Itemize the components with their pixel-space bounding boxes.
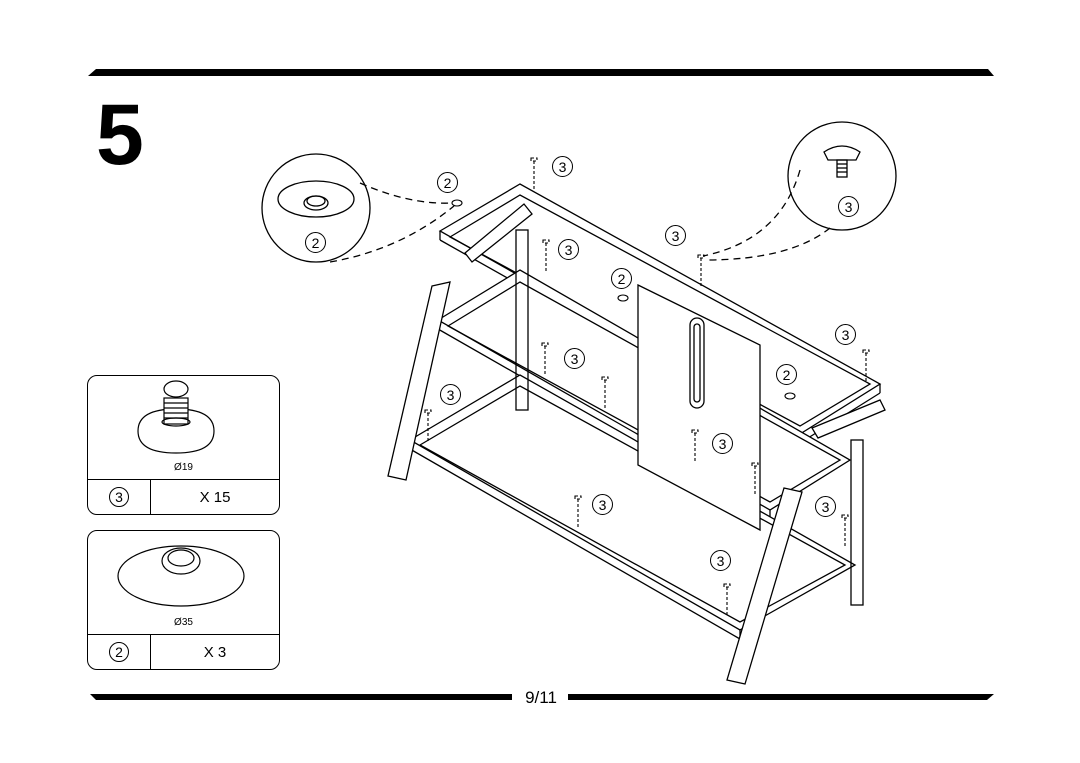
page-number: 9/11 <box>514 687 568 709</box>
callout-screw-middle-right: 3 <box>712 433 733 454</box>
callout-screw-top-left: 3 <box>552 156 573 177</box>
screw-pad-illustration: Ø19 <box>88 376 279 480</box>
part-quantity: X 15 <box>199 488 231 506</box>
callout-pad-zoom: 2 <box>305 232 326 253</box>
callout-screw-middle-left: 3 <box>564 348 585 369</box>
glass-pad-illustration: Ø35 <box>88 531 279 635</box>
callout-pad-right: 2 <box>776 364 797 385</box>
callout-screw-zoom: 3 <box>838 196 859 217</box>
callout-screw-left-rail: 3 <box>558 239 579 260</box>
callout-screw-bottom-center: 3 <box>592 494 613 515</box>
diameter-label: Ø35 <box>174 617 193 628</box>
part-box-screw: Ø19 3 X 15 <box>87 375 280 515</box>
callout-screw-rear-rail: 3 <box>665 225 686 246</box>
callout-pad-top-left: 2 <box>437 172 458 193</box>
part-box-glass-pad: Ø35 2 X 3 <box>87 530 280 670</box>
callout-screw-left-leg: 3 <box>440 384 461 405</box>
part-id-badge: 2 <box>109 642 129 662</box>
glass-pad-markers <box>451 199 796 400</box>
zoom-circle-glass-pad <box>261 153 371 263</box>
callout-pad-middle: 2 <box>611 268 632 289</box>
part-quantity: X 3 <box>203 643 227 661</box>
callout-screw-right-leg: 3 <box>815 496 836 517</box>
zoom-circle-screw <box>787 121 897 231</box>
step-number: 5 <box>96 87 144 183</box>
callout-screw-right-top: 3 <box>835 324 856 345</box>
callout-screw-bottom-right: 3 <box>710 550 731 571</box>
diameter-label: Ø19 <box>174 462 193 473</box>
screw-markers <box>424 157 870 615</box>
part-id-badge: 3 <box>109 487 129 507</box>
